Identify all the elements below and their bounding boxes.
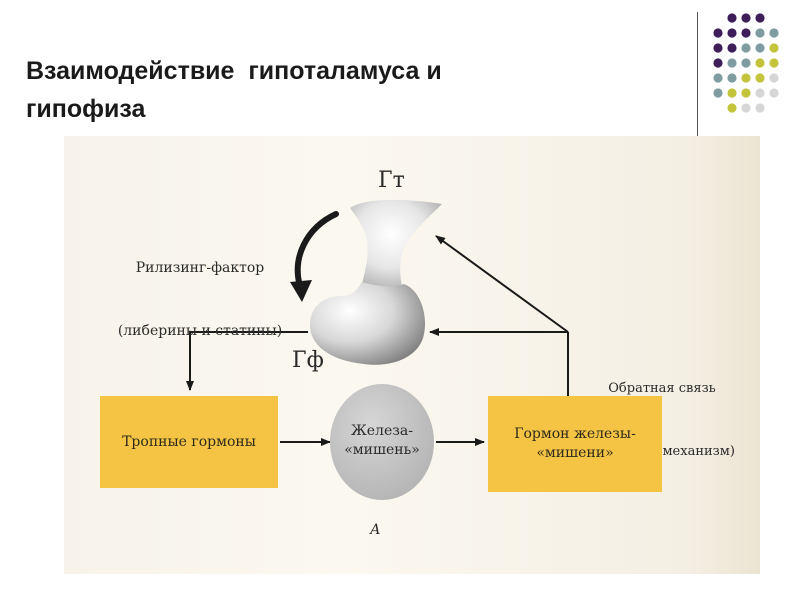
slide-title: Взаимодействие гипоталамуса и гипофиза: [26, 52, 666, 128]
releasing-factor-arrow: [294, 211, 339, 289]
releasing-factor-arrowhead: [290, 280, 312, 302]
feedback-line-1: Обратная связь: [608, 381, 716, 396]
figure-letter: А: [370, 522, 381, 538]
decorative-dot: [741, 13, 751, 23]
diagram-graphics: [186, 199, 569, 500]
decorative-dot: [769, 73, 779, 83]
decorative-dot: [727, 103, 737, 113]
target-gland-ellipse: [330, 384, 434, 500]
tropic-hormones-box: Тропные гормоны: [100, 396, 278, 488]
decorative-dot: [755, 28, 765, 38]
decorative-dot: [755, 13, 765, 23]
title-divider: [697, 12, 698, 138]
decorative-dot: [741, 88, 751, 98]
decorative-dot: [727, 58, 737, 68]
hypothalamus-label: Гт: [378, 168, 405, 193]
hypothalamus-shape: [350, 199, 442, 287]
diagram-panel: Гт Гф Рилизинг-фактор (либерины и статин…: [64, 136, 760, 574]
title-line-1: Взаимодействие гипоталамуса и: [26, 57, 442, 85]
decorative-dot: [727, 13, 737, 23]
decorative-dot: [741, 73, 751, 83]
feedback-to-hypothalamus-arrow: [435, 235, 569, 333]
decorative-dot: [755, 73, 765, 83]
target-hormone-line-2: «мишени»: [536, 445, 614, 461]
decorative-dot: [727, 73, 737, 83]
target-hormone-box: Гормон железы- «мишени»: [488, 396, 662, 492]
releasing-factor-label: Рилизинг-фактор (либерины и статины): [100, 216, 300, 384]
decorative-dot: [769, 58, 779, 68]
decorative-dot: [741, 103, 751, 113]
decorative-dot: [727, 43, 737, 53]
title-line-2: гипофиза: [26, 95, 146, 123]
tropic-hormones-label: Тропные гормоны: [122, 433, 256, 450]
decorative-dot: [741, 43, 751, 53]
decorative-dot: [755, 43, 765, 53]
pituitary-shape: [309, 282, 426, 365]
decorative-dot: [713, 43, 723, 53]
decorative-dot: [741, 58, 751, 68]
decorative-dot: [769, 28, 779, 38]
target-hormone-line-1: Гормон железы-: [514, 426, 636, 442]
releasing-factor-line-1: Рилизинг-фактор: [135, 260, 265, 276]
decorative-dot: [741, 28, 751, 38]
decorative-dot: [713, 58, 723, 68]
decorative-dot: [727, 28, 737, 38]
decorative-dot: [713, 88, 723, 98]
target-gland-line-1: Железа-: [351, 423, 413, 439]
decorative-dot: [755, 103, 765, 113]
pituitary-label: Гф: [292, 348, 324, 373]
decorative-dot: [755, 58, 765, 68]
releasing-factor-line-2: (либерины и статины): [117, 323, 283, 339]
target-gland-line-2: «мишень»: [344, 442, 420, 458]
decorative-dot: [769, 88, 779, 98]
pituitary-to-tropic-arrow: [186, 331, 308, 391]
decorative-dot: [727, 88, 737, 98]
decorative-dot: [755, 88, 765, 98]
decorative-dot: [769, 43, 779, 53]
decorative-dot: [713, 73, 723, 83]
decorative-dot: [713, 28, 723, 38]
target-gland-label: Железа- «мишень»: [327, 422, 437, 460]
